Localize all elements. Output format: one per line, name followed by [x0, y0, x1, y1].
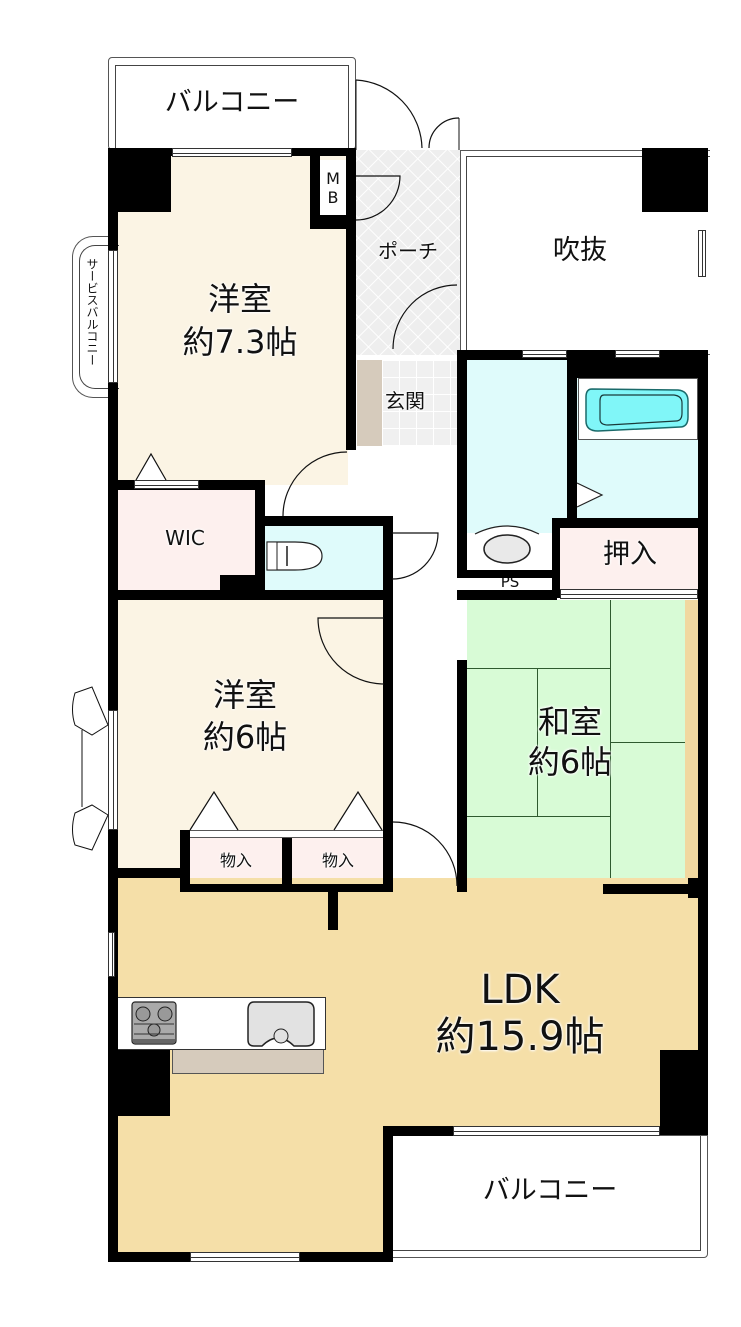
tokonoma-edge [685, 600, 698, 885]
tatami-line [467, 668, 610, 669]
wall [255, 480, 265, 598]
column [108, 148, 171, 212]
wall [457, 660, 467, 892]
storage-2 [292, 838, 384, 884]
wall [383, 1126, 393, 1262]
japanese-room-label-line2: 約6帖 [527, 743, 613, 781]
window [190, 1252, 300, 1262]
wall [552, 518, 560, 598]
wall [383, 1126, 453, 1136]
storage-1 [190, 838, 282, 884]
meter-box-label-b: B [327, 188, 339, 207]
pipe-space [467, 578, 552, 590]
window [172, 148, 292, 157]
balcony-bottom-label: バルコニー [482, 1175, 618, 1206]
wall [383, 516, 393, 886]
oshiire [560, 528, 698, 590]
western-room-1-label-line1: 洋室 [207, 280, 272, 318]
window [108, 932, 115, 977]
storage-door-strip [190, 830, 384, 838]
wall [310, 148, 320, 228]
service-balcony [72, 236, 119, 398]
western-room-2-label-line2: 約6帖 [202, 718, 288, 756]
walk-in-closet-label: WIC [165, 526, 205, 550]
window [108, 710, 118, 830]
entrance-door-icon [355, 79, 460, 150]
ldk-door-icon [392, 821, 458, 887]
window [522, 350, 567, 358]
toilet-door-icon [391, 532, 439, 580]
walk-in-closet [118, 490, 255, 590]
fukinuke-label: 吹抜 [553, 235, 607, 266]
ldk-label-line2: 約15.9帖 [435, 1014, 605, 1060]
wall [220, 575, 265, 590]
genkan-step [357, 360, 382, 446]
entrance-label: 玄関 [385, 389, 425, 413]
storage-2-label: 物入 [321, 851, 354, 870]
storage-2-door-icon [333, 790, 383, 831]
wall [328, 890, 338, 930]
column [108, 1050, 170, 1116]
japanese-room-label-line1: 和室 [537, 703, 602, 741]
wall [457, 350, 467, 572]
storage-1-label: 物入 [219, 851, 252, 870]
wic-door-icon [135, 452, 167, 481]
tatami-line [537, 668, 538, 816]
porch-door-icon [392, 284, 458, 350]
porch [356, 150, 460, 355]
western-room-1-label-line2: 約7.3帖 [182, 323, 298, 361]
toilet-icon [266, 541, 323, 571]
window [698, 230, 706, 277]
kitchen-back-counter [172, 1050, 324, 1074]
wall [346, 148, 356, 448]
wall [310, 215, 355, 229]
balcony-top [108, 57, 356, 150]
tatami-line [610, 742, 685, 743]
balcony-bottom [392, 1135, 708, 1258]
ldk-label-line1: LDK [480, 967, 560, 1013]
storage-1-door-icon [189, 790, 239, 831]
western-room-2-door-icon [317, 617, 385, 685]
bathtub-icon [585, 388, 689, 432]
wall [108, 868, 190, 878]
western-room-1-door-icon [282, 451, 348, 517]
wall [108, 148, 118, 1260]
wall [108, 590, 393, 600]
wall [282, 838, 292, 888]
sink-icon [247, 1001, 315, 1047]
window [108, 250, 118, 383]
meter-box [320, 160, 346, 215]
window [453, 1126, 660, 1136]
column [642, 148, 708, 212]
entrance [382, 360, 457, 446]
western-room-2-bay-window-icon [72, 686, 109, 851]
wall [603, 884, 708, 894]
oshiire-label: 押入 [603, 539, 657, 570]
mb-door-icon [355, 175, 401, 221]
wall [457, 570, 557, 578]
stove-icon [131, 1001, 177, 1045]
wall [698, 352, 708, 892]
wall [457, 590, 557, 600]
wall [180, 884, 393, 892]
wall [180, 830, 190, 890]
tatami-line [467, 816, 610, 817]
wall [255, 516, 393, 526]
service-balcony-label: サービスバルコニー [85, 258, 99, 366]
window [134, 480, 199, 489]
wall [698, 878, 708, 1135]
window [615, 350, 660, 358]
ldk-lower [118, 1120, 383, 1255]
porch-label: ポーチ [378, 239, 438, 263]
meter-box-label-m: M [326, 169, 340, 188]
balcony-top-label: バルコニー [164, 87, 300, 118]
wall [567, 350, 577, 520]
bathroom-door-icon [576, 482, 604, 508]
washbasin-icon [474, 525, 540, 564]
wall [346, 350, 356, 450]
western-room-2-label-line1: 洋室 [212, 676, 277, 714]
oshiire-sliding-door [560, 589, 698, 599]
wall [552, 518, 708, 528]
